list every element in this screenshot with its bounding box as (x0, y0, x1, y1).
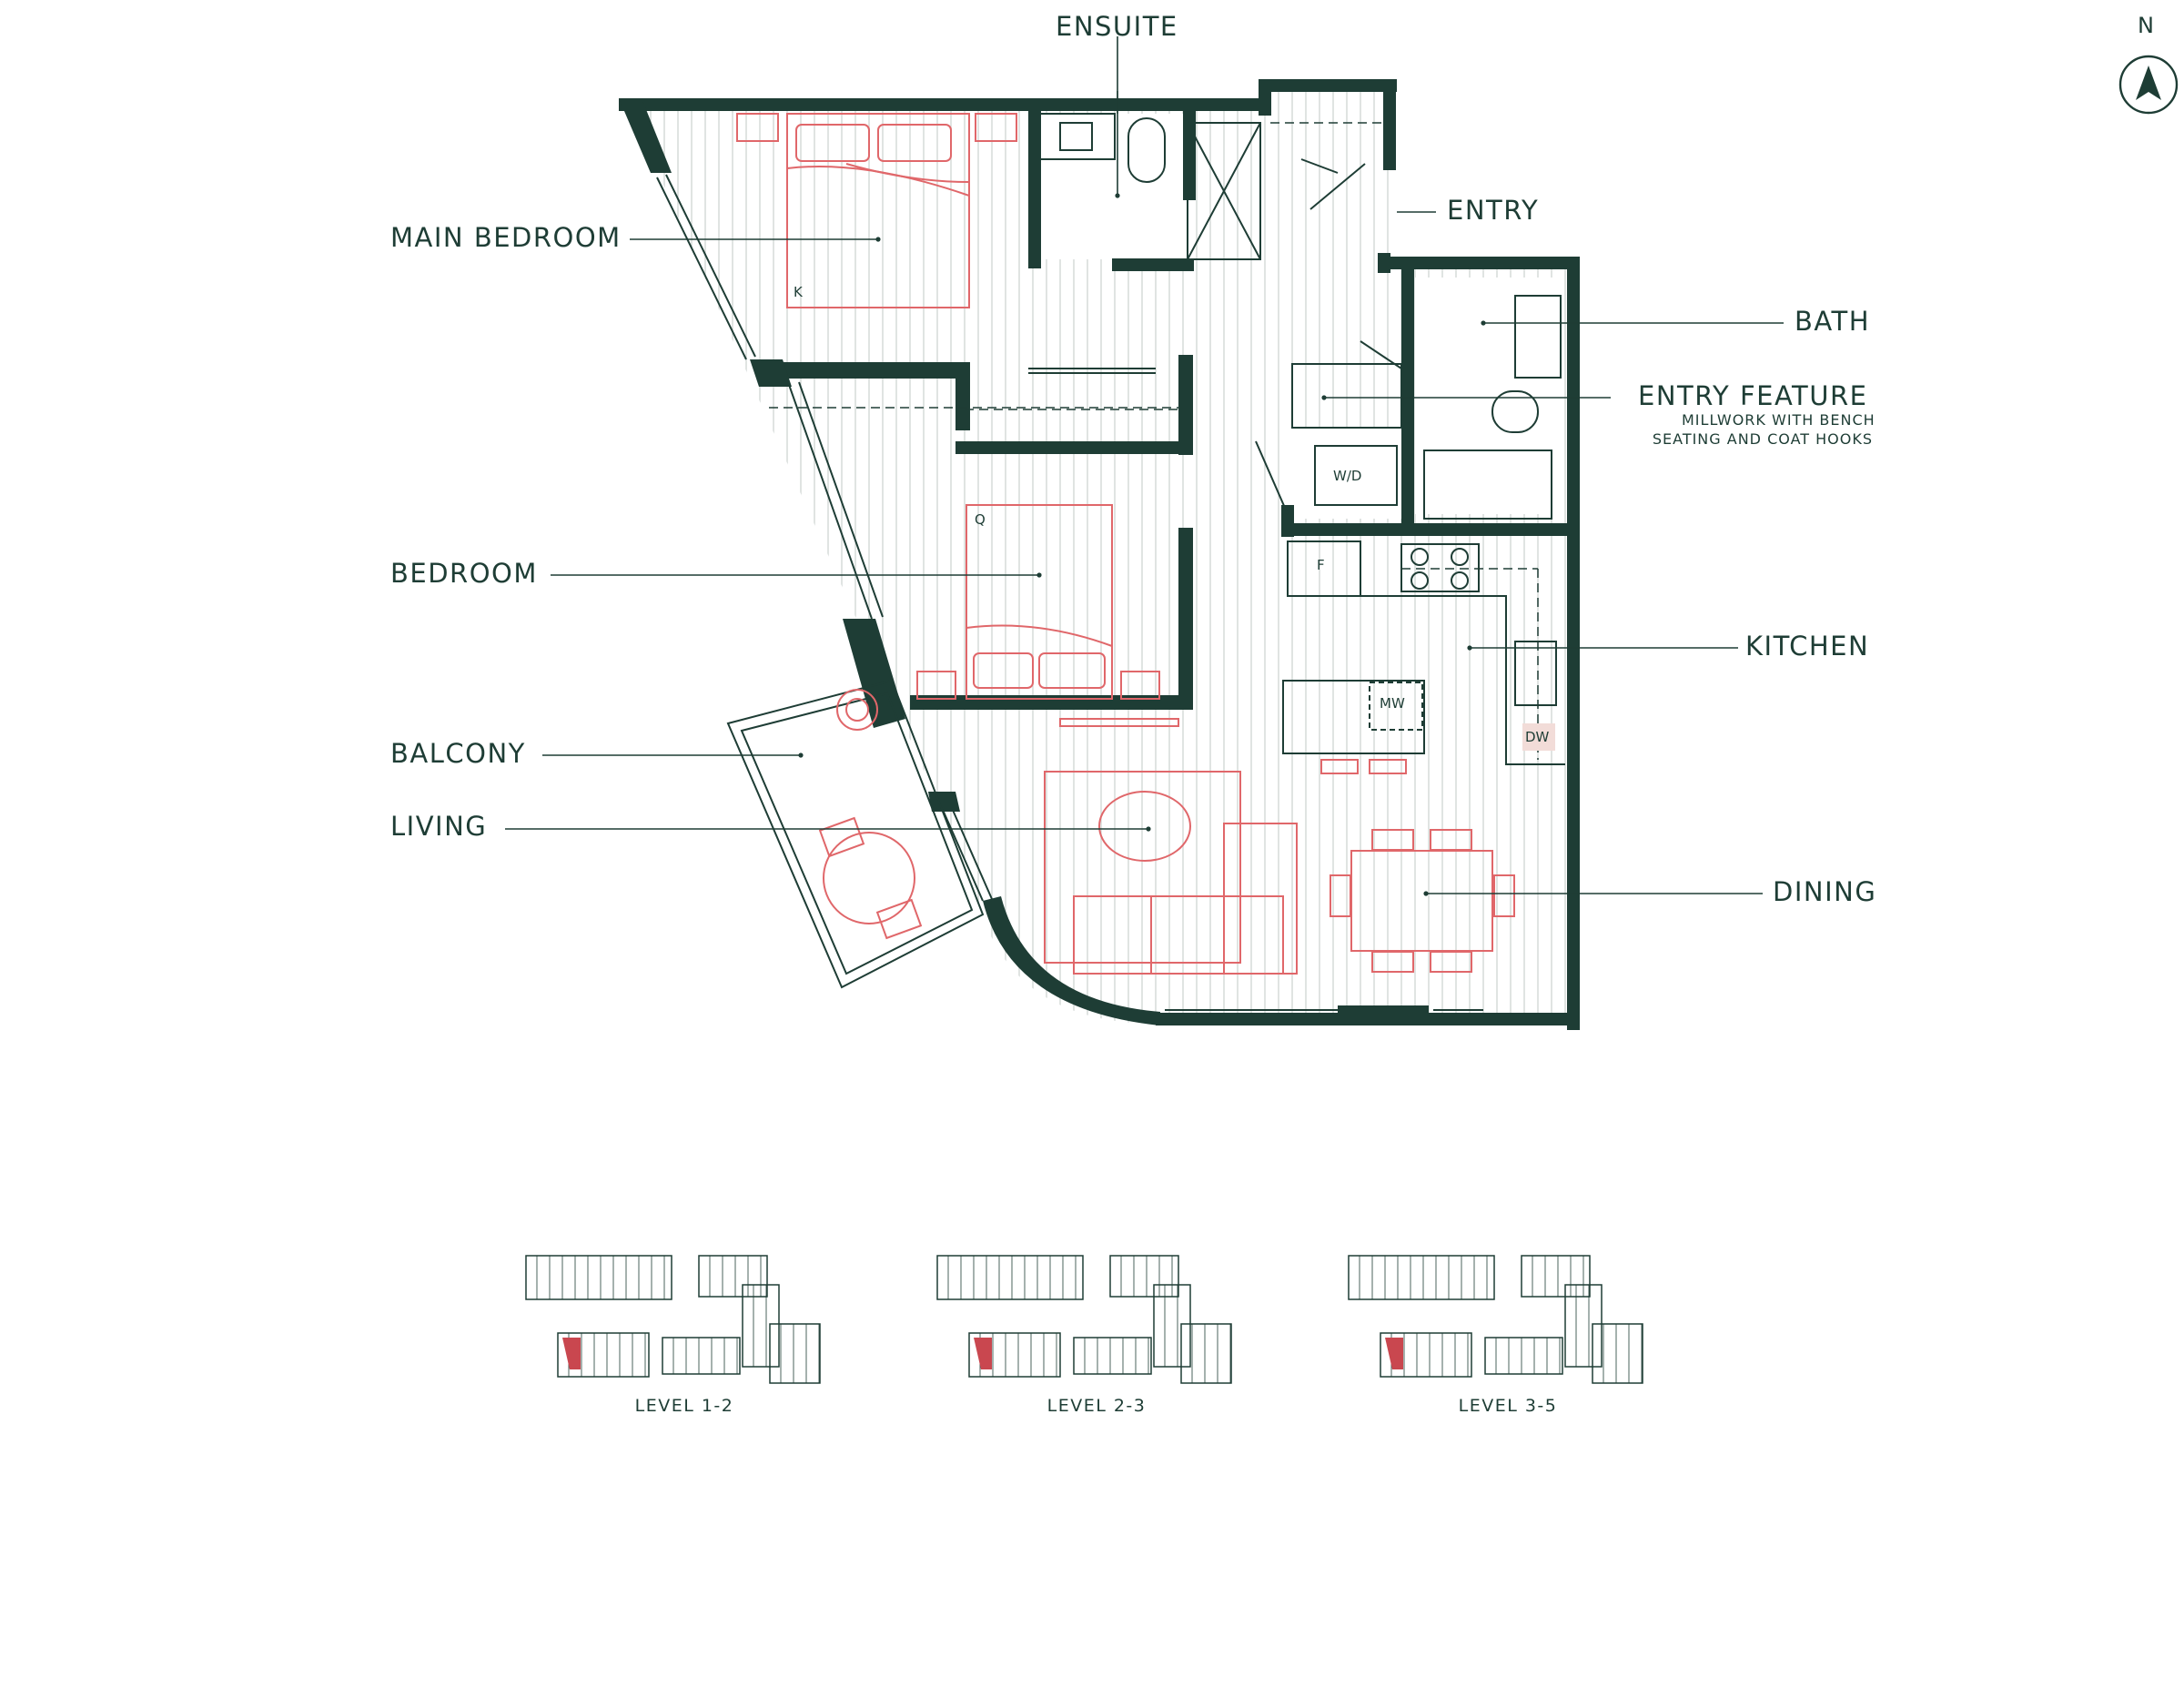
label-bedroom: BEDROOM (390, 558, 538, 589)
label-living: LIVING (390, 811, 488, 842)
queen-bed-label: Q (975, 511, 986, 528)
key-plan-2 (936, 1255, 1232, 1384)
key-plan-label-1: LEVEL 1-2 (634, 1396, 734, 1416)
key-plan-1 (525, 1255, 821, 1384)
king-bed-label: K (794, 284, 803, 300)
key-plan-label-2: LEVEL 2-3 (1046, 1396, 1147, 1416)
fixtures (1028, 113, 1565, 765)
highlighted-unit (1385, 1338, 1403, 1369)
label-balcony: BALCONY (390, 738, 526, 769)
furniture (736, 113, 1515, 975)
dishwasher-label: DW (1525, 729, 1550, 745)
dishwasher-box (1522, 723, 1555, 751)
dashed-lines (769, 91, 1539, 760)
highlighted-unit (974, 1338, 992, 1369)
bath-floor (1415, 278, 1561, 514)
leader-lines (505, 36, 1784, 894)
fridge-label: F (1317, 557, 1325, 573)
microwave-label: MW (1380, 695, 1405, 712)
label-entry: ENTRY (1447, 195, 1540, 226)
entry-feature-note-2: SEATING AND COAT HOOKS (1652, 430, 1873, 448)
key-plan-3 (1348, 1255, 1643, 1384)
key-plans (525, 1255, 1643, 1384)
label-main-bedroom: MAIN BEDROOM (390, 222, 622, 253)
leader-dots (798, 193, 1486, 896)
label-dining: DINING (1773, 876, 1877, 907)
label-kitchen: KITCHEN (1745, 631, 1870, 662)
ensuite-floor (1033, 114, 1188, 259)
key-plan-label-3: LEVEL 3-5 (1458, 1396, 1558, 1416)
label-entry-feature: ENTRY FEATURE (1638, 380, 1868, 411)
north-label: N (2138, 13, 2156, 38)
balcony-outline (726, 679, 985, 989)
entry-feature-note-1: MILLWORK WITH BENCH (1682, 411, 1876, 429)
label-bath: BATH (1795, 306, 1871, 337)
windows (656, 174, 1483, 1020)
label-ensuite: ENSUITE (1056, 11, 1178, 42)
highlighted-unit (562, 1338, 581, 1369)
north-arrow-icon (2118, 55, 2179, 115)
laundry-floor (1288, 428, 1401, 519)
washer-dryer-label: W/D (1333, 468, 1362, 484)
